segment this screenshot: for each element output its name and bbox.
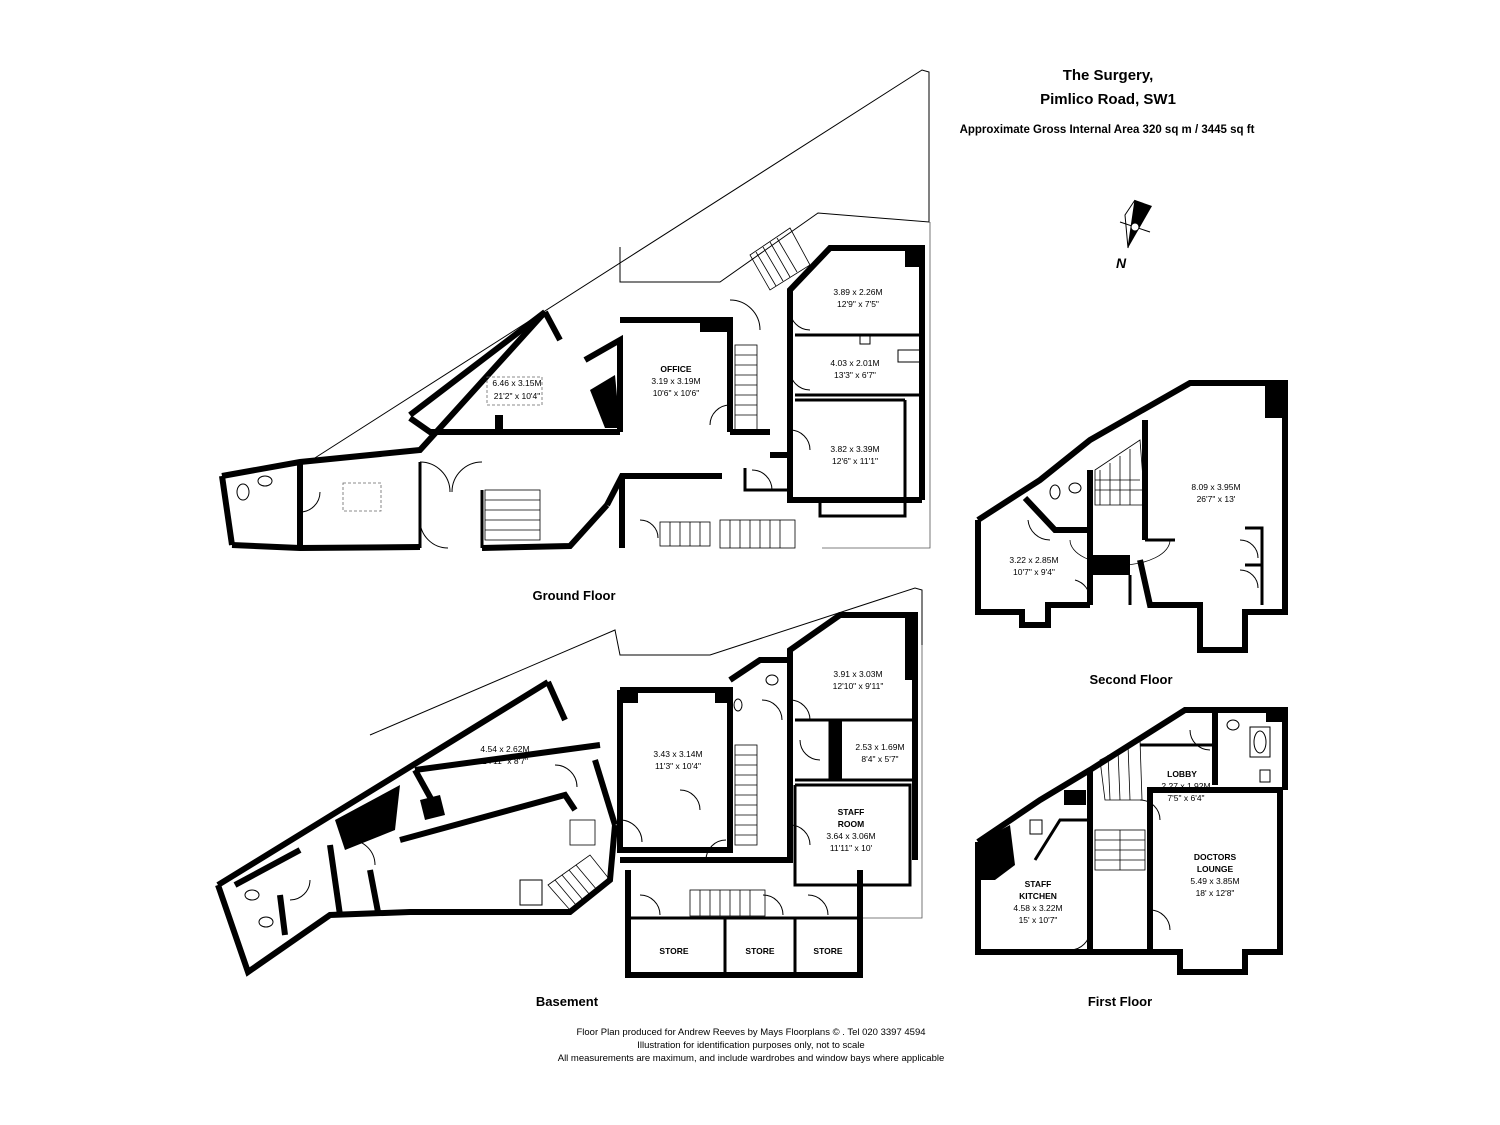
basement-plan: 4.54 x 2.62M 14'11" x 8'7" 3.43 x 3.14M … — [215, 587, 923, 1009]
room-b4-dim-m: 2.53 x 1.69M — [855, 742, 904, 752]
second-floor-plan: 8.09 x 3.95M 26'7" x 13' 3.22 x 2.85M 10… — [975, 380, 1288, 687]
ground-floor-plan: 6.46 x 3.15M 21'2" x 10'4" OFFICE 3.19 x… — [219, 69, 931, 603]
footer-line-1: Floor Plan produced for Andrew Reeves by… — [576, 1027, 925, 1038]
footer: Floor Plan produced for Andrew Reeves by… — [558, 1027, 945, 1064]
footer-line-2: Illustration for identification purposes… — [637, 1040, 864, 1051]
room-kitchen-dim-m: 4.58 x 3.22M — [1013, 903, 1062, 913]
room-lounge-dim-ft: 18' x 12'8" — [1196, 888, 1235, 898]
room-kitchen-name-2: KITCHEN — [1019, 891, 1057, 901]
room-b4-dim-ft: 8'4" x 5'7" — [861, 754, 898, 764]
header: The Surgery, Pimlico Road, SW1 Approxima… — [960, 67, 1255, 136]
room-g2-dim-ft: 13'3" x 6'7" — [834, 370, 876, 380]
room-office-dim-ft: 10'6" x 10'6" — [653, 388, 700, 398]
room-staff-dim-ft: 11'11" x 10' — [830, 843, 873, 853]
room-office-name: OFFICE — [660, 364, 691, 374]
room-yard-dim-ft: 21'2" x 10'4" — [494, 391, 541, 401]
title-line-2: Pimlico Road, SW1 — [1040, 91, 1176, 108]
north-compass-icon: N — [1116, 199, 1152, 271]
room-staff-name-2: ROOM — [838, 819, 864, 829]
room-b2-dim-m: 3.43 x 3.14M — [653, 749, 702, 759]
store-2-label: STORE — [745, 946, 774, 956]
ground-floor-label: Ground Floor — [532, 588, 615, 603]
room-b3-dim-ft: 12'10" x 9'11" — [833, 681, 884, 691]
room-lounge-name-1: DOCTORS — [1194, 852, 1237, 862]
title-line-1: The Surgery, — [1063, 67, 1154, 84]
room-lobby-name: LOBBY — [1167, 769, 1197, 779]
second-floor-label: Second Floor — [1089, 672, 1172, 687]
store-1-label: STORE — [659, 946, 688, 956]
room-b1-dim-ft: 14'11" x 8'7" — [482, 756, 528, 766]
first-floor-plan: LOBBY 2.27 x 1.92M 7'5" x 6'4" DOCTORS L… — [975, 707, 1288, 1009]
store-3-label: STORE — [813, 946, 842, 956]
room-g1-dim-m: 3.89 x 2.26M — [833, 287, 882, 297]
room-b3-dim-m: 3.91 x 3.03M — [833, 669, 882, 679]
room-kitchen-name-1: STAFF — [1025, 879, 1052, 889]
room-lounge-name-2: LOUNGE — [1197, 864, 1234, 874]
room-s1-dim-ft: 26'7" x 13' — [1197, 494, 1236, 504]
room-g1-dim-ft: 12'9" x 7'5" — [837, 299, 879, 309]
room-lounge-dim-m: 5.49 x 3.85M — [1190, 876, 1239, 886]
room-staff-name-1: STAFF — [838, 807, 865, 817]
room-g3-dim-m: 3.82 x 3.39M — [830, 444, 879, 454]
room-staff-dim-m: 3.64 x 3.06M — [826, 831, 875, 841]
room-s1-dim-m: 8.09 x 3.95M — [1191, 482, 1240, 492]
room-s2-dim-ft: 10'7" x 9'4" — [1013, 567, 1055, 577]
room-g2-dim-m: 4.03 x 2.01M — [830, 358, 879, 368]
room-office-dim-m: 3.19 x 3.19M — [651, 376, 700, 386]
room-lobby-dim-ft: 7'5" x 6'4" — [1167, 793, 1204, 803]
compass-n-label: N — [1116, 255, 1127, 271]
room-b2-dim-ft: 11'3" x 10'4" — [655, 761, 701, 771]
basement-label: Basement — [536, 994, 599, 1009]
room-b1-dim-m: 4.54 x 2.62M — [480, 744, 529, 754]
room-g3-dim-ft: 12'6" x 11'1" — [832, 456, 878, 466]
gross-area-text: Approximate Gross Internal Area 320 sq m… — [960, 124, 1255, 136]
first-floor-label: First Floor — [1088, 994, 1152, 1009]
room-yard-dim-m: 6.46 x 3.15M — [492, 378, 541, 388]
room-kitchen-dim-ft: 15' x 10'7" — [1019, 915, 1058, 925]
room-s2-dim-m: 3.22 x 2.85M — [1009, 555, 1058, 565]
footer-line-3: All measurements are maximum, and includ… — [558, 1053, 945, 1064]
room-lobby-dim-m: 2.27 x 1.92M — [1161, 781, 1210, 791]
